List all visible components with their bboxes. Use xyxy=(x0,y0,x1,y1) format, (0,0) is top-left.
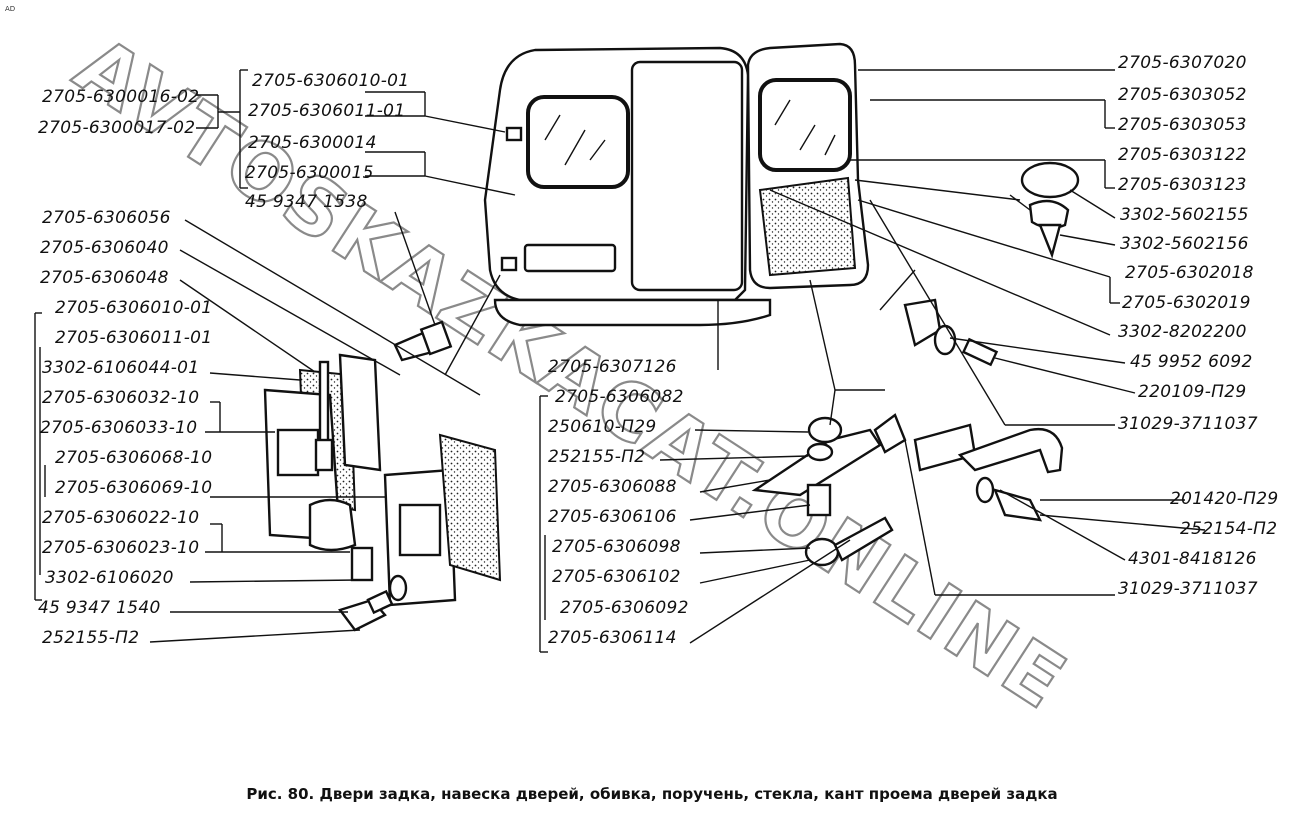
label-r10: 3302-8202200 xyxy=(1118,322,1247,342)
rear-door-right-drawing xyxy=(746,42,870,290)
label-r17: 31029-3711037 xyxy=(1118,579,1258,599)
label-r01: 2705-6307020 xyxy=(1118,53,1247,73)
label-l29: 2705-6306098 xyxy=(552,537,681,557)
label-l26: 252155-П2 xyxy=(548,447,645,467)
label-l19: 2705-6306023-10 xyxy=(42,538,199,558)
label-l22: 252155-П2 xyxy=(42,628,139,648)
label-r04: 2705-6303122 xyxy=(1118,145,1247,165)
label-l23: 2705-6307126 xyxy=(548,357,677,377)
label-r16: 4301-8418126 xyxy=(1128,549,1257,569)
label-l02: 2705-6300017-02 xyxy=(38,118,195,138)
trim-clip-drawing xyxy=(903,161,1080,367)
leader-lines xyxy=(34,69,1206,653)
label-r02: 2705-6303052 xyxy=(1118,85,1247,105)
label-l25: 250610-П29 xyxy=(548,417,656,437)
label-r09: 2705-6302019 xyxy=(1122,293,1251,313)
label-r13: 31029-3711037 xyxy=(1118,414,1258,434)
label-l28: 2705-6306106 xyxy=(548,507,677,527)
label-l04: 2705-6306011-01 xyxy=(248,101,405,121)
label-l01: 2705-6300016-02 xyxy=(42,87,199,107)
label-r03: 2705-6303053 xyxy=(1118,115,1247,135)
label-r15: 252154-П2 xyxy=(1180,519,1277,539)
part-labels: 2705-6300016-02 2705-6300017-02 2705-630… xyxy=(38,53,1278,648)
label-l08: 2705-6306056 xyxy=(42,208,171,228)
label-l18: 2705-6306022-10 xyxy=(42,508,199,528)
label-l11: 2705-6306010-01 xyxy=(55,298,212,318)
label-r08: 2705-6302018 xyxy=(1125,263,1254,283)
label-r14: 201420-П29 xyxy=(1170,489,1278,509)
label-l17: 2705-6306069-10 xyxy=(55,478,212,498)
label-l31: 2705-6306092 xyxy=(560,598,689,618)
rear-door-left-drawing xyxy=(483,46,772,327)
label-l03: 2705-6306010-01 xyxy=(252,71,409,91)
label-l07: 45 9347 1538 xyxy=(245,192,368,212)
hinge-assembly-drawing xyxy=(263,320,502,632)
label-l32: 2705-6306114 xyxy=(548,628,677,648)
label-l27: 2705-6306088 xyxy=(548,477,677,497)
label-l16: 2705-6306068-10 xyxy=(55,448,212,468)
label-l21: 45 9347 1540 xyxy=(38,598,161,618)
label-r05: 2705-6303123 xyxy=(1118,175,1247,195)
label-l09: 2705-6306040 xyxy=(40,238,169,258)
label-l05: 2705-6300014 xyxy=(248,133,377,153)
corner-mark: AD xyxy=(5,5,15,13)
label-l24: 2705-6306082 xyxy=(555,387,684,407)
label-r12: 220109-П29 xyxy=(1138,382,1246,402)
label-l06: 2705-6300015 xyxy=(245,163,374,183)
label-r06: 3302-5602155 xyxy=(1120,205,1249,225)
label-l13: 3302-6106044-01 xyxy=(42,358,199,378)
label-l30: 2705-6306102 xyxy=(552,567,681,587)
label-l14: 2705-6306032-10 xyxy=(42,388,199,408)
label-l15: 2705-6306033-10 xyxy=(40,418,197,438)
label-r11: 45 9952 6092 xyxy=(1130,352,1253,372)
label-l12: 2705-6306011-01 xyxy=(55,328,212,348)
label-l20: 3302-6106020 xyxy=(45,568,174,588)
handrail-assembly-drawing xyxy=(751,413,1064,567)
figure-caption: Рис. 80. Двери задка, навеска дверей, об… xyxy=(246,785,1057,803)
label-l10: 2705-6306048 xyxy=(40,268,169,288)
label-r07: 3302-5602156 xyxy=(1120,234,1249,254)
